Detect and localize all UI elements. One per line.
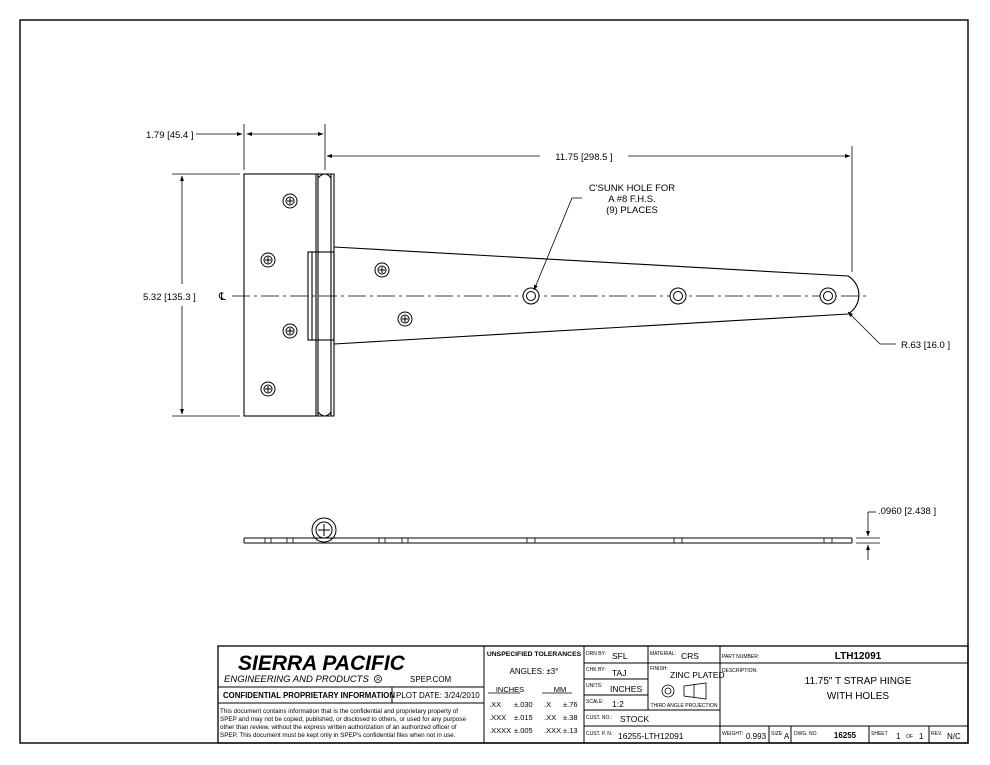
company-subtitle: ENGINEERING AND PRODUCTS — [224, 674, 369, 685]
sheet-label: SHEET — [871, 731, 888, 737]
hole — [282, 193, 298, 209]
dim-radius: R.63 [16.0 ] — [901, 340, 950, 351]
notice-line-4: SPEP. This document must be kept only in… — [220, 732, 456, 739]
sheet-border — [19, 19, 969, 744]
svg-text:±.005: ±.005 — [514, 726, 533, 735]
rev-label: REV. — [931, 731, 942, 737]
sheet-of-label: OF — [906, 734, 913, 740]
dim-thickness: .0960 [2.438 ] — [878, 506, 936, 517]
size-value: A — [784, 732, 790, 741]
sheet-value: 1 — [896, 732, 901, 741]
hole — [282, 323, 298, 339]
svg-text:±.015: ±.015 — [514, 713, 533, 722]
svg-text:±.38: ±.38 — [563, 713, 578, 722]
holes — [260, 193, 837, 397]
size-label: SIZE: — [771, 731, 784, 737]
hole — [260, 252, 276, 268]
tolerances-title: UNSPECIFIED TOLERANCES — [487, 651, 582, 658]
cust-no-label: CUST. NO.: — [586, 715, 612, 721]
hole — [397, 311, 413, 327]
units-label: UNITS: — [586, 683, 602, 689]
title-block — [217, 645, 969, 744]
svg-text:.XXX: .XXX — [489, 713, 506, 722]
svg-text:.XXX: .XXX — [544, 726, 561, 735]
description-label: DESCRIPTION: — [722, 668, 758, 674]
hole — [374, 262, 390, 278]
tolerance-row: .XXX ±.015 .XX ±.38 — [489, 713, 578, 722]
plot-date: PLOT DATE: 3/24/2010 — [396, 691, 480, 700]
notice-line-2: SPEP and may not be copied, published, o… — [220, 716, 466, 723]
registered-mark-icon: R — [374, 675, 382, 683]
svg-text:±.76: ±.76 — [563, 700, 578, 709]
dim-height: 5.32 [135.3 ] — [143, 292, 196, 303]
chk-by-label: CHK BY: — [586, 667, 606, 673]
cust-pn-label: CUST. P. N.: — [586, 731, 614, 737]
cust-pn-value: 16255-LTH12091 — [618, 731, 684, 741]
material-value: CRS — [681, 651, 699, 661]
weight-label: WEIGHT: — [722, 731, 743, 737]
centerline-symbol: ℄ — [218, 291, 226, 303]
tolerances-mm-label: MM — [554, 685, 567, 694]
tolerance-row: .XXXX ±.005 .XXX ±.13 — [489, 726, 578, 735]
side-view — [243, 511, 880, 560]
units-value: INCHES — [610, 684, 642, 694]
third-angle-projection-icon — [661, 682, 707, 700]
dim-strap-length: 11.75 [298.5 ] — [555, 152, 612, 163]
confidential-label: CONFIDENTIAL PROPRIETARY INFORMATION — [223, 691, 395, 700]
scale-label: SCALE: — [586, 699, 604, 705]
drn-by-value: SFL — [612, 651, 628, 661]
svg-text:±.13: ±.13 — [563, 726, 578, 735]
rev-value: N/C — [947, 732, 961, 741]
hole-note-3: (9) PLACES — [606, 205, 658, 216]
part-number-value: LTH12091 — [835, 651, 882, 662]
description-line-2: WITH HOLES — [827, 691, 890, 702]
svg-text:.XX: .XX — [544, 713, 556, 722]
finish-value: ZINC PLATED — [670, 670, 725, 680]
hole — [522, 287, 540, 305]
dwg-no-label: DWG. NO. — [794, 731, 818, 737]
hinge-strap — [333, 246, 860, 345]
notice-line-3: other than review, without the express w… — [220, 724, 457, 731]
svg-text:R: R — [376, 677, 380, 683]
tolerance-row: .XX ±.030 .X ±.76 — [489, 700, 578, 709]
svg-text:.XX: .XX — [489, 700, 501, 709]
part-number-label: PART NUMBER: — [722, 654, 759, 660]
hole-note-2: A #8 F.H.S. — [608, 194, 656, 205]
tolerances-inches-label: INCHES — [496, 685, 524, 694]
hinge-leaf — [243, 173, 317, 417]
front-view — [232, 173, 866, 417]
scale-value: 1:2 — [612, 699, 624, 709]
hole — [260, 381, 276, 397]
cust-no-value: STOCK — [620, 714, 649, 724]
dim-flange-width: 1.79 [45.4 ] — [146, 130, 194, 141]
notice-line-1: This document contains information that … — [220, 708, 458, 715]
finish-label: FINISH: — [650, 666, 668, 672]
dwg-no-value: 16255 — [834, 731, 857, 740]
hole — [669, 287, 687, 305]
hole-note-1: C'SUNK HOLE FOR — [589, 183, 675, 194]
hole — [819, 287, 837, 305]
sheet-total-value: 1 — [919, 732, 924, 741]
svg-text:.XXXX: .XXXX — [489, 726, 511, 735]
company-name: SIERRA PACIFIC — [238, 652, 406, 675]
knuckle-section — [311, 517, 337, 543]
svg-text:±.030: ±.030 — [514, 700, 533, 709]
tolerances-angles: ANGLES: ±3° — [510, 667, 559, 676]
material-label: MATERIAL: — [650, 651, 676, 657]
description-line-1: 11.75" T STRAP HINGE — [805, 676, 912, 687]
weight-value: 0.993 — [746, 732, 767, 741]
svg-text:.X: .X — [544, 700, 551, 709]
company-website: SPEP.COM — [410, 675, 452, 684]
drn-by-label: DRN BY: — [586, 651, 606, 657]
projection-label: THIRD ANGLE PROJECTION — [651, 703, 718, 709]
chk-by-value: TAJ — [612, 668, 626, 678]
dimensions — [172, 124, 896, 417]
